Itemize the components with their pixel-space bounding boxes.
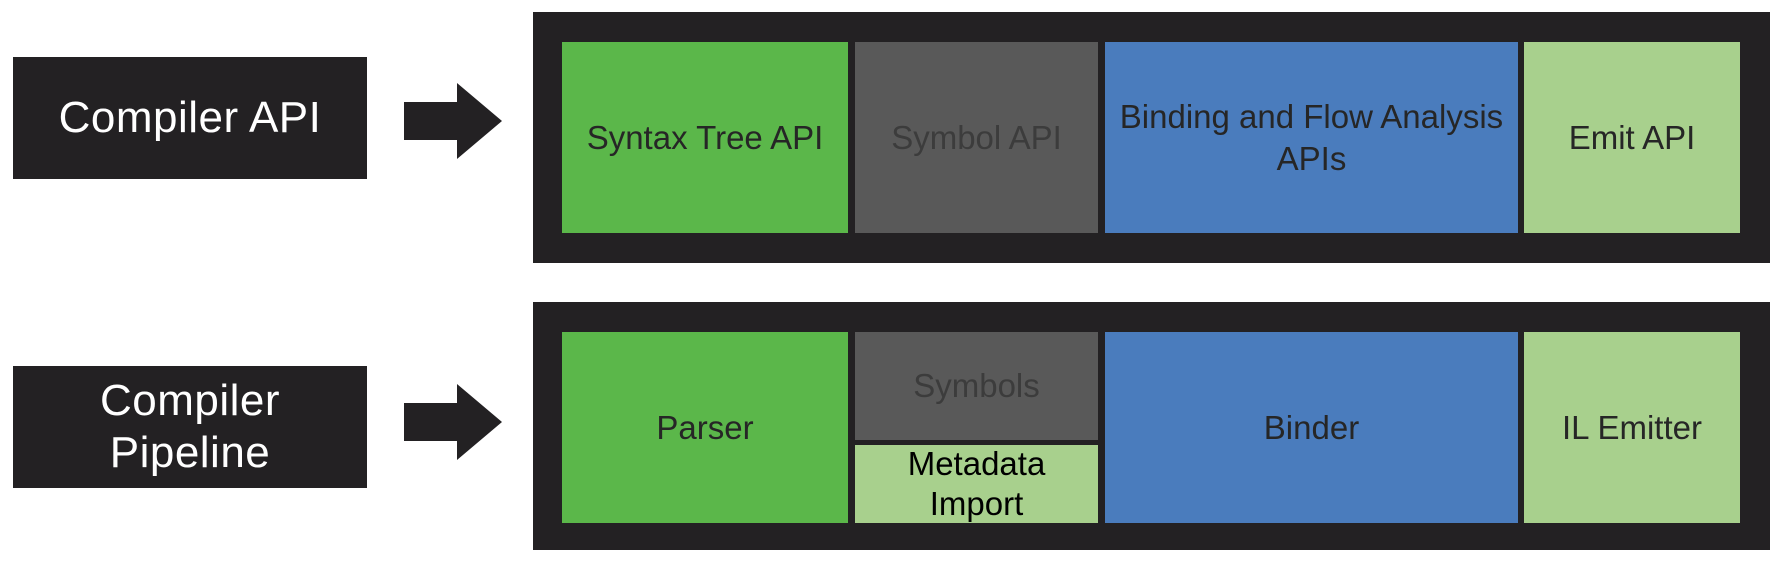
block-emit-api: Emit API xyxy=(1524,42,1740,233)
block-symbols: Symbols xyxy=(855,332,1098,440)
compiler-api-label-box: Compiler API xyxy=(13,57,367,179)
block-label: Symbol API xyxy=(891,118,1062,156)
block-label: Binder xyxy=(1263,408,1360,446)
compiler-pipeline-label: Compiler Pipeline xyxy=(99,376,281,477)
block-label: Syntax Tree API xyxy=(586,118,824,156)
block-binder: Binder xyxy=(1105,332,1518,523)
compiler-pipeline-frame: Parser Symbols Metadata Import Binder IL… xyxy=(533,302,1770,550)
right-arrow-icon xyxy=(404,384,502,460)
block-metadata-import: Metadata Import xyxy=(855,445,1098,523)
block-parser: Parser xyxy=(562,332,848,523)
block-syntax-tree-api: Syntax Tree API xyxy=(562,42,848,233)
block-il-emitter: IL Emitter xyxy=(1524,332,1740,523)
right-arrow-icon xyxy=(404,83,502,159)
block-label: Symbols xyxy=(913,367,1040,405)
symbols-metadata-stack: Symbols Metadata Import xyxy=(855,332,1098,523)
block-label: Parser xyxy=(656,408,754,446)
block-label: IL Emitter xyxy=(1562,408,1702,446)
compiler-api-label: Compiler API xyxy=(58,93,322,143)
block-symbol-api: Symbol API xyxy=(855,42,1098,233)
compiler-pipeline-label-box: Compiler Pipeline xyxy=(13,366,367,488)
block-binding-flow-analysis-apis: Binding and Flow Analysis APIs xyxy=(1105,42,1518,233)
block-label: Metadata Import xyxy=(907,445,1046,522)
block-label: Emit API xyxy=(1568,118,1696,156)
block-label: Binding and Flow Analysis APIs xyxy=(1119,98,1504,177)
compiler-api-frame: Syntax Tree API Symbol API Binding and F… xyxy=(533,12,1770,263)
